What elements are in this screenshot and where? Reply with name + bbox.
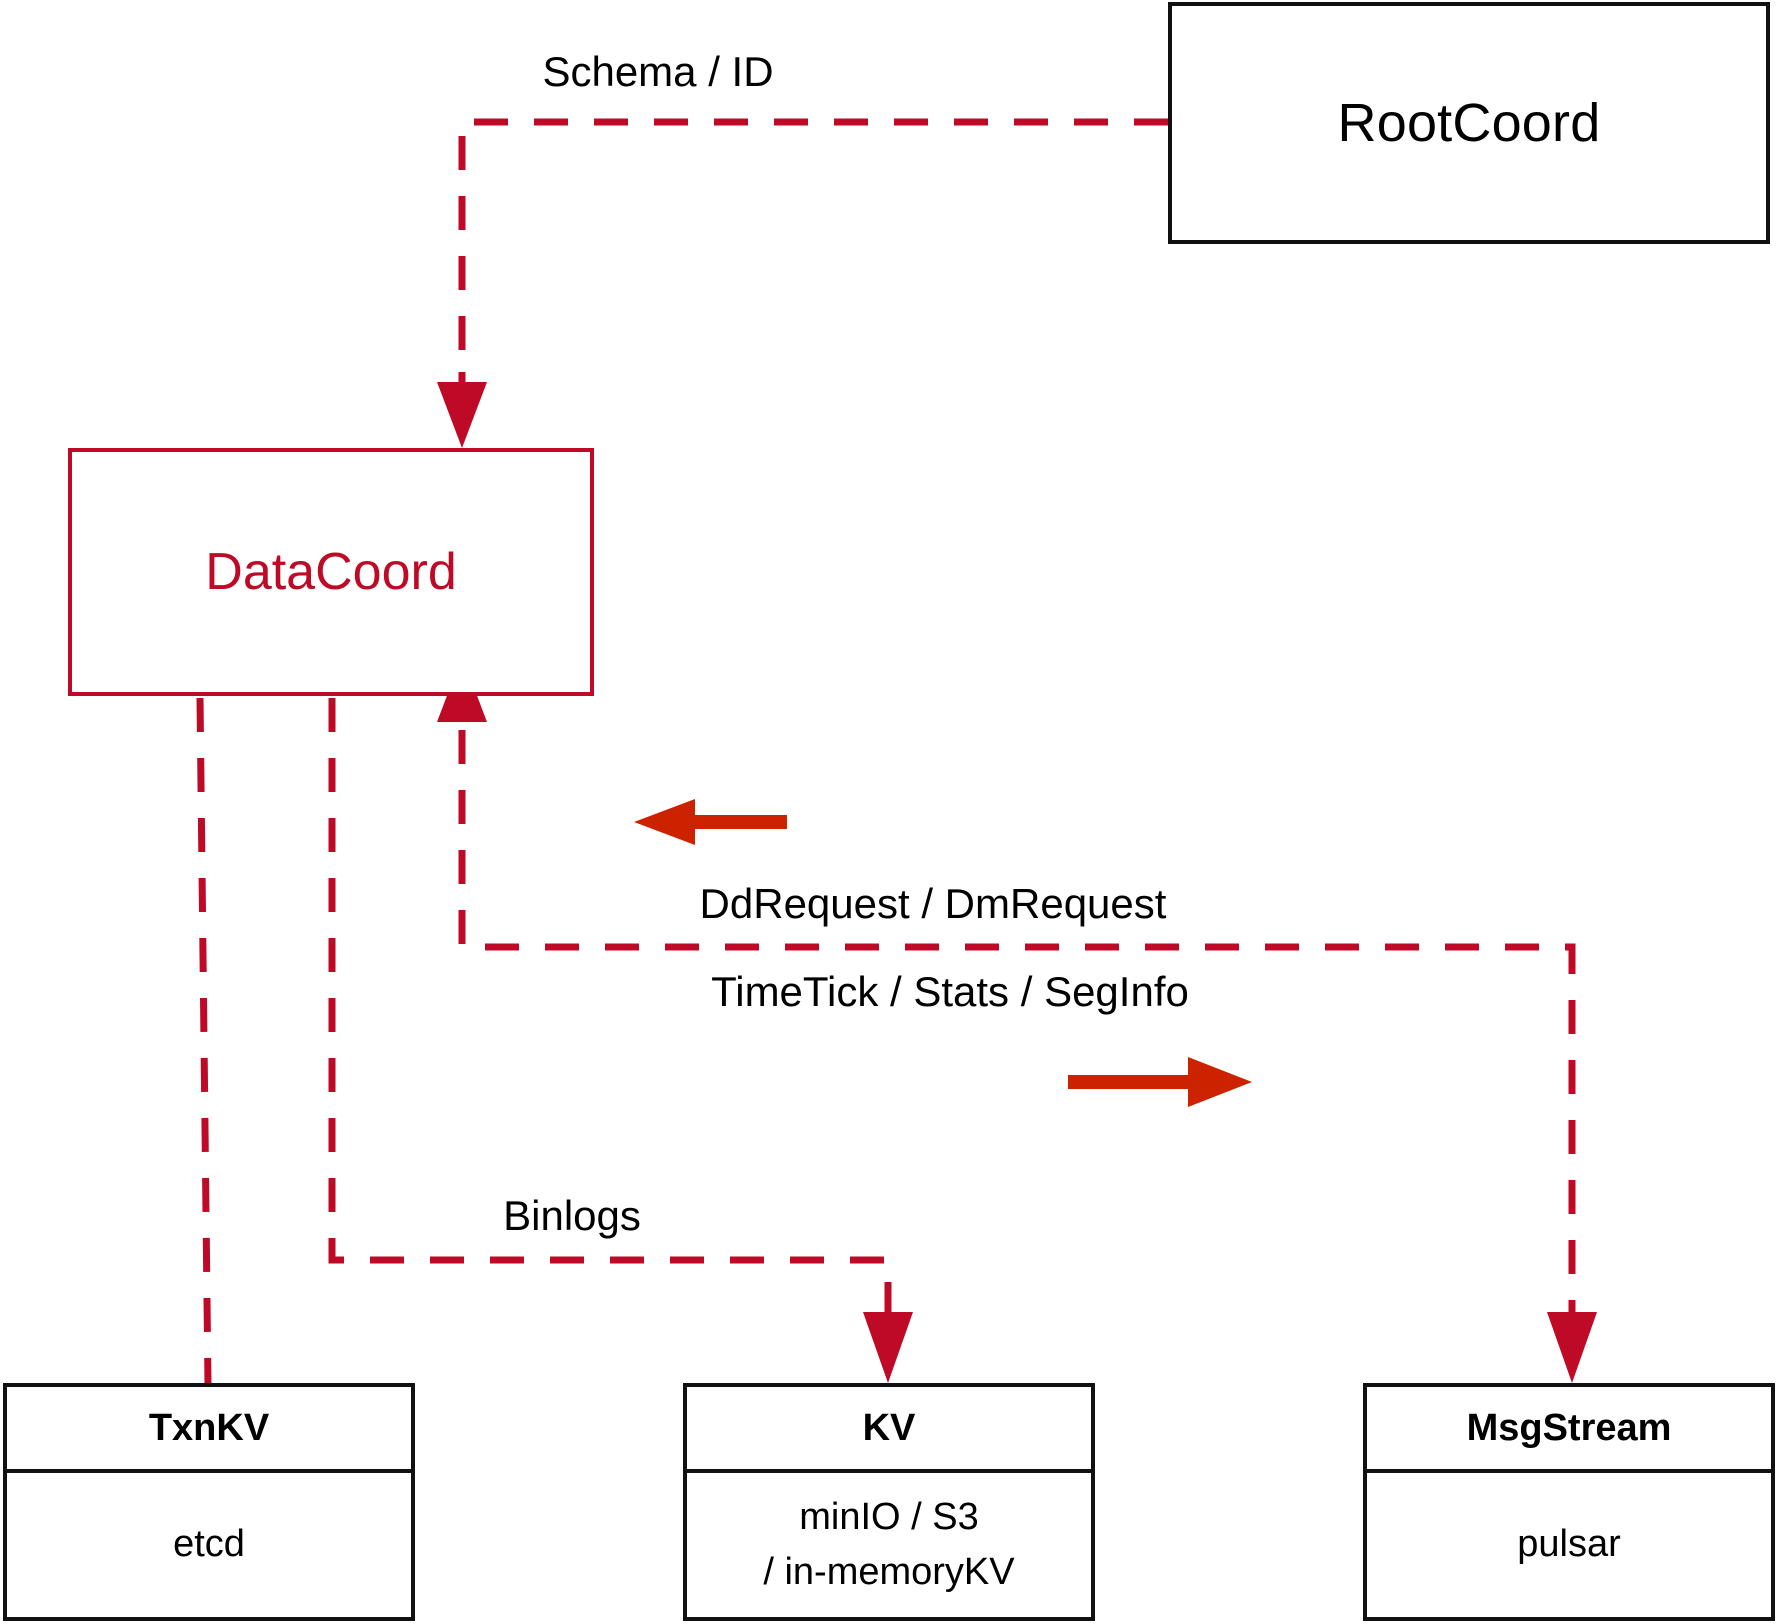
node-msgstream[interactable]: MsgStream pulsar — [1363, 1383, 1775, 1621]
edge-label-timetick-stats-seginfo: TimeTick / Stats / SegInfo — [711, 968, 1189, 1015]
node-txnkv-title: TxnKV — [7, 1387, 411, 1473]
node-kv-impl-line-2: / in-memoryKV — [763, 1551, 1015, 1593]
edge-schema-id — [437, 118, 1168, 448]
node-datacoord[interactable]: DataCoord — [68, 448, 594, 696]
node-msgstream-body: pulsar — [1367, 1473, 1771, 1617]
node-msgstream-title: MsgStream — [1367, 1387, 1771, 1473]
node-rootcoord-label: RootCoord — [1337, 93, 1601, 153]
edge-binlogs — [328, 698, 913, 1383]
edge-msgstream-datacoord — [437, 656, 1597, 1383]
node-txnkv[interactable]: TxnKV etcd — [3, 1383, 415, 1621]
node-kv-impl-line-1: minIO / S3 — [799, 1495, 979, 1538]
edge-label-schema-id: Schema / ID — [542, 48, 774, 95]
direction-arrow-left — [634, 799, 787, 845]
node-kv-title: KV — [687, 1387, 1091, 1473]
edge-datacoord-txnkv — [196, 697, 212, 1386]
node-kv-body: minIO / S3 / in-memoryKV — [687, 1473, 1091, 1617]
direction-arrow-right — [1068, 1057, 1252, 1107]
edge-label-binlogs: Binlogs — [503, 1192, 641, 1239]
node-txnkv-impl-line-1: etcd — [173, 1523, 245, 1566]
node-datacoord-label: DataCoord — [205, 543, 457, 601]
edge-label-dd-dm-request: DdRequest / DmRequest — [699, 880, 1167, 927]
node-msgstream-impl-line-1: pulsar — [1517, 1523, 1621, 1566]
node-rootcoord[interactable]: RootCoord — [1168, 2, 1770, 244]
node-txnkv-body: etcd — [7, 1473, 411, 1617]
node-kv[interactable]: KV minIO / S3 / in-memoryKV — [683, 1383, 1095, 1621]
